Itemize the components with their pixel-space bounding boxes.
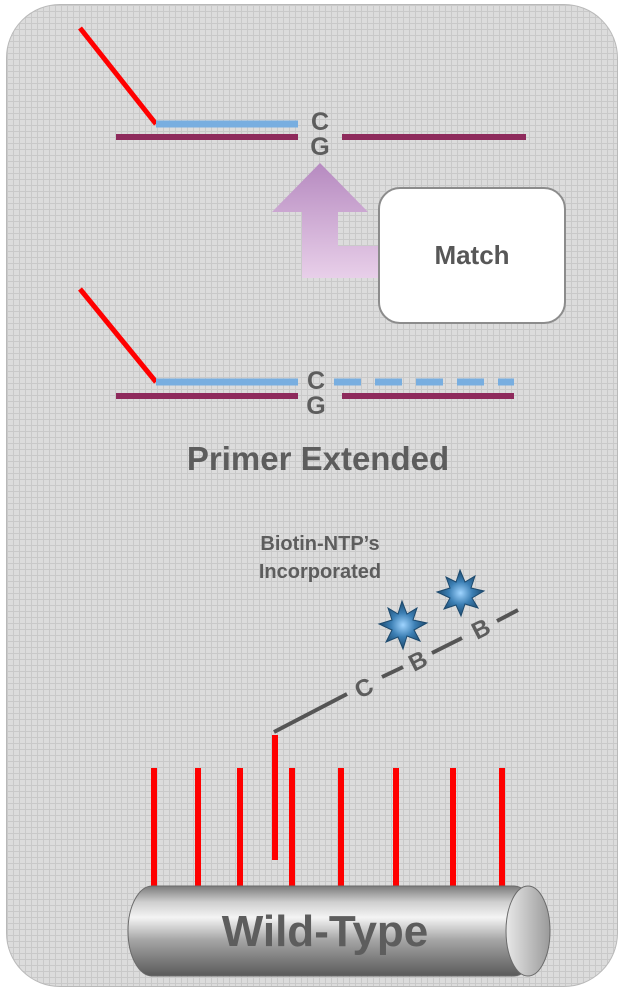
match-callout: Match <box>378 187 566 324</box>
biotin-star-icon <box>435 568 486 618</box>
strand-segment-1 <box>273 692 348 734</box>
biotin-caption-line1: Biotin-NTP’s <box>260 533 379 555</box>
middle-duplex: C G <box>78 287 514 420</box>
strand-segment-4 <box>496 608 519 623</box>
base-c-top: C <box>311 108 329 136</box>
base-g-top: G <box>310 133 329 161</box>
primer-tail-middle <box>78 287 158 384</box>
bead-label: Wild-Type <box>222 907 429 956</box>
primer-extended-caption: Primer Extended <box>187 440 449 477</box>
bead-cap <box>505 885 551 977</box>
base-g-middle: G <box>306 392 325 420</box>
strand-segment-3 <box>431 636 463 655</box>
chain-label-b2: B <box>467 613 495 645</box>
biotin-star-icon <box>377 599 429 651</box>
chain-label-c: C <box>350 672 378 704</box>
probe-array <box>151 735 505 893</box>
primer-tail-top <box>78 26 158 126</box>
base-c-middle: C <box>307 367 325 395</box>
wild-type-bead: Wild-Type <box>127 885 551 977</box>
strand-segment-2 <box>381 665 404 679</box>
biotin-caption-line2: Incorporated <box>259 561 381 583</box>
chain-label-b1: B <box>404 645 432 677</box>
match-arrow <box>272 163 382 278</box>
diagram-panel <box>6 4 618 987</box>
top-duplex: C G <box>78 26 526 161</box>
